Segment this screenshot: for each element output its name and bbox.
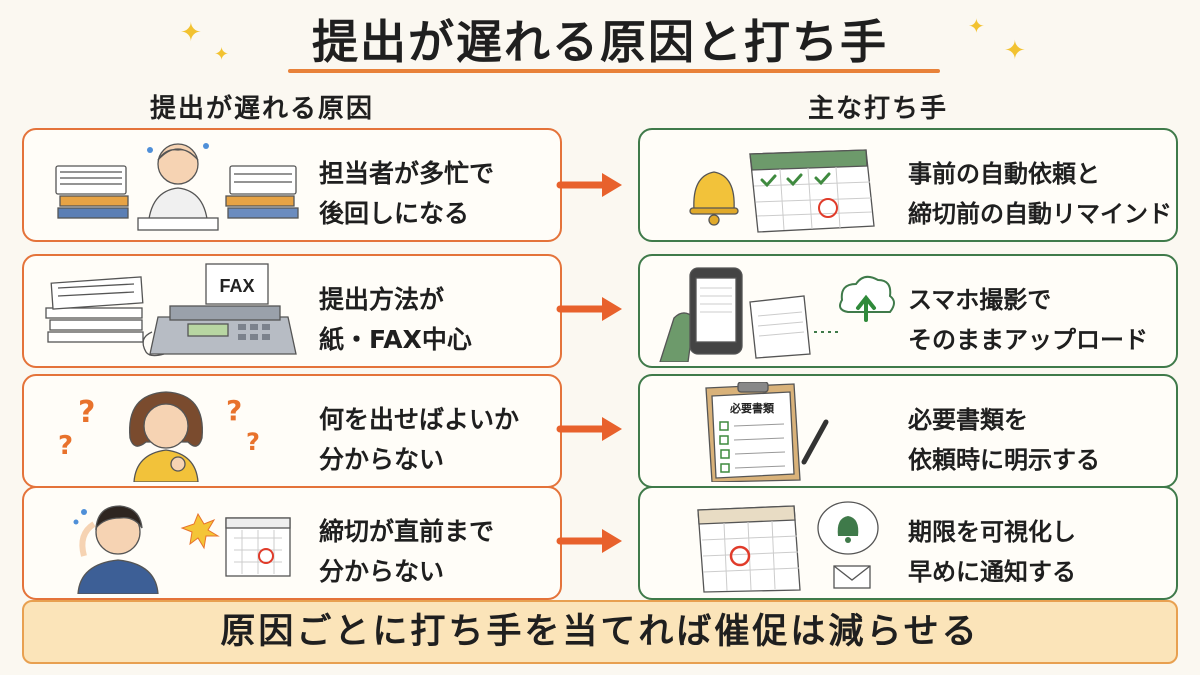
cause-card-deadline: 締切が直前まで 分からない [22, 486, 562, 600]
right-arrow-icon [556, 173, 622, 197]
cause-text-line2: 分からない [319, 445, 445, 474]
solution-text-line2: そのままアップロード [908, 326, 1148, 354]
cause-card-fax: FAX 提出方法が 紙・FAX中心 [22, 254, 562, 368]
cause-text-line1: 締切が直前まで [319, 517, 495, 546]
phone-upload-icon [659, 267, 895, 362]
solution-text-line1: 事前の自動依頼と [908, 160, 1100, 188]
solution-text-line2: 締切前の自動リマインド [908, 200, 1172, 228]
solution-text-line1: 期限を可視化し [908, 518, 1076, 546]
bell-calendar-icon [689, 149, 875, 233]
overworked-person-icon [55, 143, 299, 231]
svg-text:?: ? [246, 428, 260, 456]
title-underline [288, 69, 940, 73]
calendar-notification-icon [697, 501, 879, 593]
solution-card-required-docs: 必要書類 必要書類を 依頼時に明示する [638, 374, 1178, 488]
svg-text:?: ? [226, 394, 242, 427]
cause-text-line2: 紙・FAX中心 [319, 325, 472, 354]
right-arrow-icon [556, 417, 622, 441]
page-title: 提出が遅れる原因と打ち手 [312, 15, 888, 69]
svg-text:?: ? [78, 395, 95, 430]
checklist-icon: 必要書類 [705, 382, 829, 482]
panicked-person-icon [73, 505, 291, 594]
sparkle-icon: ✦ [1004, 36, 1026, 66]
solution-text-line1: 必要書類を [908, 406, 1028, 434]
solution-card-deadline-visual: 期限を可視化し 早めに通知する [638, 486, 1178, 600]
checklist-title: 必要書類 [729, 401, 775, 415]
solution-text-line2: 依頼時に明示する [908, 446, 1100, 474]
svg-text:?: ? [58, 431, 73, 461]
cause-text-line1: 何を出せばよいか [319, 405, 520, 434]
confused-person-icon: ? ? ? ? [58, 391, 260, 482]
cause-text-line1: 担当者が多忙で [319, 159, 495, 188]
cause-card-unclear-docs: ? ? ? ? 何を出せばよいか 分からない [22, 374, 562, 488]
sparkle-icon: ✦ [180, 18, 202, 48]
sparkle-icon: ✦ [214, 44, 230, 65]
cause-text-line2: 後回しになる [319, 199, 470, 228]
solution-text-line1: スマホ撮影で [908, 286, 1052, 314]
sparkle-icon: ✦ [968, 14, 985, 38]
fax-machine-icon: FAX [45, 263, 297, 357]
conclusion-banner: 原因ごとに打ち手を当てれば催促は減らせる [22, 600, 1178, 664]
cause-text-line1: 提出方法が [319, 285, 445, 314]
solutions-heading: 主な打ち手 [808, 94, 949, 124]
causes-heading: 提出が遅れる原因 [150, 94, 375, 124]
solution-card-auto-remind: 事前の自動依頼と 締切前の自動リマインド [638, 128, 1178, 242]
solution-text-line2: 早めに通知する [908, 558, 1076, 586]
fax-label: FAX [219, 276, 254, 296]
solution-card-phone-upload: スマホ撮影で そのままアップロード [638, 254, 1178, 368]
cause-text-line2: 分からない [319, 557, 445, 586]
cause-card-busy: 担当者が多忙で 後回しになる [22, 128, 562, 242]
right-arrow-icon [556, 529, 622, 553]
right-arrow-icon [556, 297, 622, 321]
